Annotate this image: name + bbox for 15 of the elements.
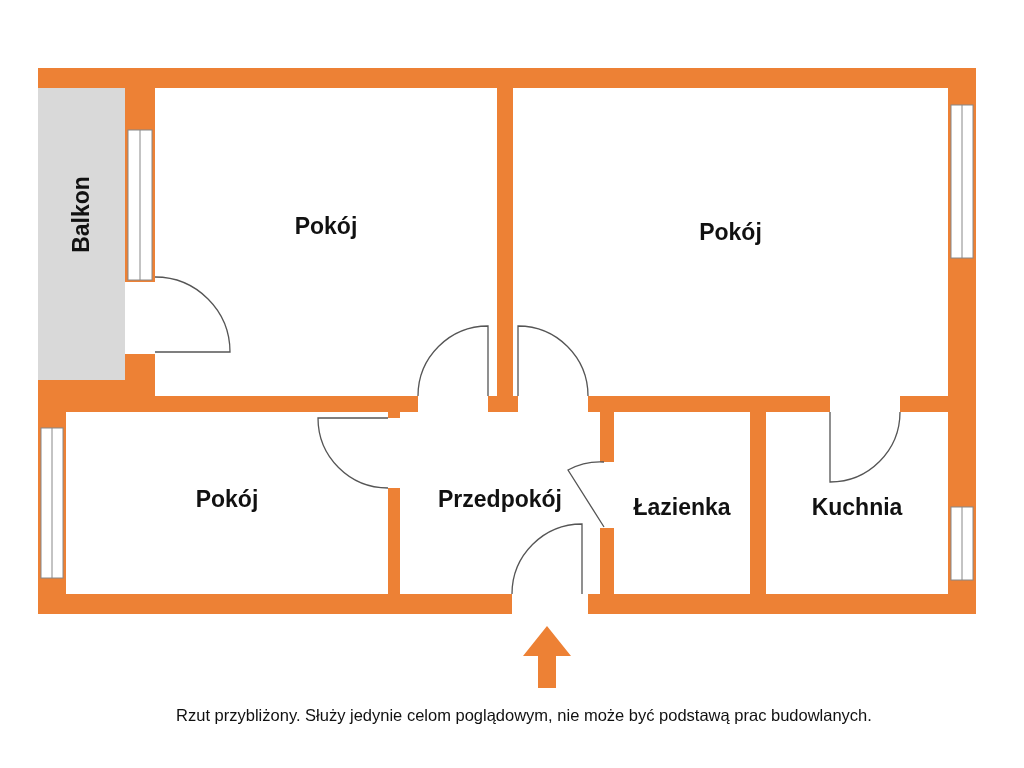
room-area	[766, 412, 948, 594]
room-label: Kuchnia	[811, 493, 903, 521]
room-label: Pokój	[699, 218, 762, 246]
room-label: Łazienka	[633, 493, 731, 521]
room-area	[400, 412, 600, 594]
room-area	[66, 412, 388, 594]
balcony-area	[38, 88, 125, 380]
caption: Rzut przybliżony. Służy jedynie celom poglądowym, nie może być podstawą prac budowlanych.	[176, 706, 872, 724]
room-area	[614, 412, 750, 594]
room-label: Pokój	[195, 485, 259, 513]
room-label: Pokój	[294, 212, 358, 240]
room-label: Balkon	[68, 175, 95, 253]
room-area	[155, 88, 497, 396]
room-area	[513, 88, 948, 396]
room-label: Przedpokój	[438, 485, 562, 513]
